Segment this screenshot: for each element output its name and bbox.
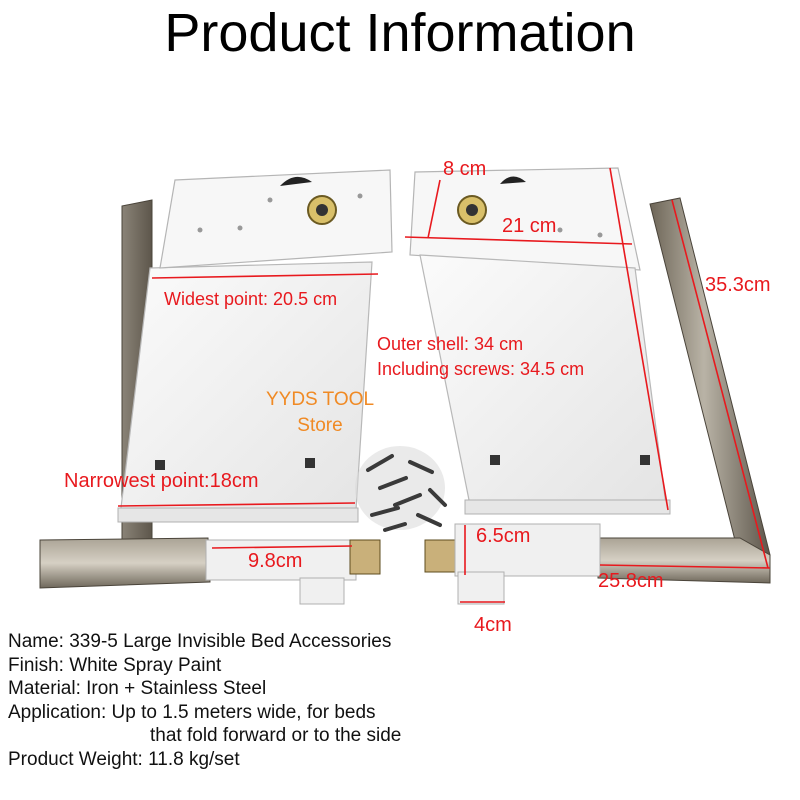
page-title: Product Information	[164, 3, 636, 63]
left-plate	[117, 169, 393, 523]
watermark-line2: Store	[297, 415, 343, 436]
spec-material: Material: Iron + Stainless Steel	[8, 678, 267, 700]
right-plate	[409, 167, 671, 515]
dim-base-length: 25.8cm	[598, 570, 664, 592]
product-photo	[39, 167, 771, 605]
dim-including-screws: Including screws: 34.5 cm	[377, 359, 585, 379]
dim-bracket-width: 4cm	[474, 614, 512, 636]
spec-application: Application: Up to 1.5 meters wide, for …	[8, 701, 376, 723]
dim-outer-shell: Outer shell: 34 cm	[377, 334, 524, 354]
dim-narrowest-point: Narrowest point:18cm	[64, 470, 259, 492]
dimension-lines	[117, 167, 771, 603]
spec-application-cont: that fold forward or to the side	[150, 725, 402, 747]
watermark-line1: YYDS TOOL	[265, 389, 375, 410]
dim-widest-point: Widest point: 20.5 cm	[164, 289, 338, 309]
spec-name: Name: 339-5 Large Invisible Bed Accessor…	[8, 631, 392, 652]
screws-pile	[355, 446, 447, 532]
dim-plate-width: 21 cm	[502, 215, 557, 237]
dim-frame-height: 35.3cm	[705, 274, 771, 296]
spec-finish: Finish: White Spray Paint	[8, 654, 222, 676]
spec-weight: Product Weight: 11.8 kg/set	[8, 748, 240, 770]
right-frame	[597, 197, 771, 584]
store-watermark: YYDS TOOL Store	[240, 387, 400, 439]
dim-top-width: 8 cm	[443, 158, 487, 180]
dim-arm-left: 9.8cm	[248, 550, 303, 572]
right-arm	[424, 523, 601, 605]
dim-arm-right: 6.5cm	[476, 525, 531, 547]
spec-list: Name: 339-5 Large Invisible Bed Accessor…	[8, 630, 798, 772]
